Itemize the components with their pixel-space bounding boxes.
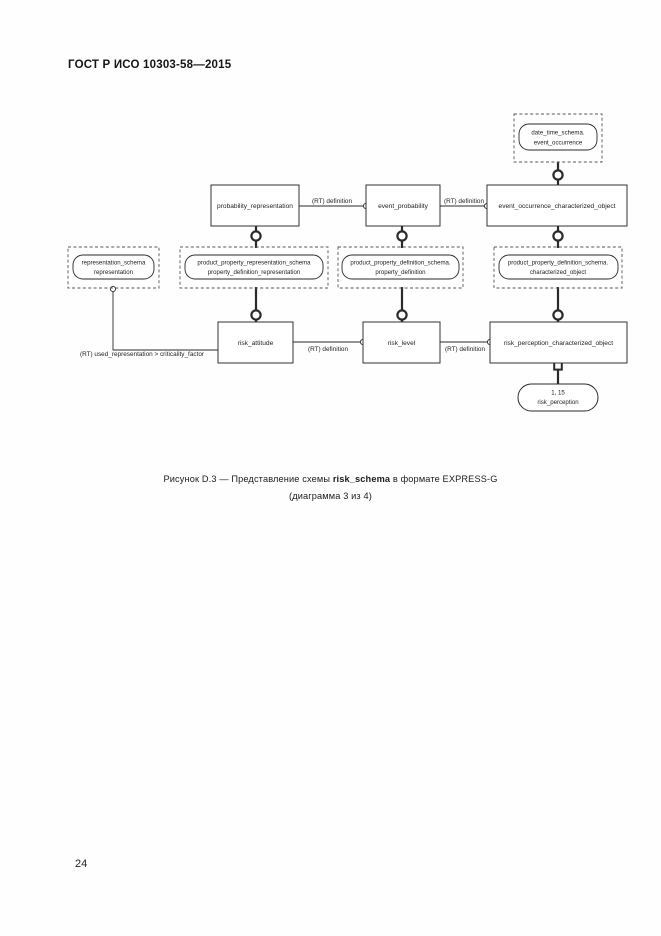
marker-circle-risklevel-top bbox=[396, 309, 408, 321]
figure-caption-subtitle: (диаграмма 3 из 4) bbox=[289, 491, 372, 501]
schema-ref-schema-label: product_property_representation_schema bbox=[197, 260, 311, 267]
marker-circle-eventocc-bottom bbox=[552, 230, 564, 242]
page-ref-entity-label: risk_perception bbox=[537, 399, 578, 406]
schema-ref-product-property-representation-schema[interactable]: product_property_representation_schema p… bbox=[179, 246, 329, 289]
entity-box-frame bbox=[362, 321, 441, 364]
relationship-label-used-representation: (RT) used_representation > criticality_f… bbox=[80, 351, 205, 358]
schema-ref-schema-label: product_property_definition_schema. bbox=[508, 260, 609, 267]
schema-ref-rounded-body bbox=[72, 254, 155, 280]
schema-ref-date-time-schema[interactable]: date_time_schema. event_occurrence bbox=[513, 113, 603, 163]
marker-circle-probrep-bottom bbox=[250, 230, 262, 242]
schema-ref-dashed-frame bbox=[179, 246, 329, 289]
entity-label: event_probability bbox=[378, 203, 429, 210]
page-ref-page-number: 1, 15 bbox=[551, 390, 565, 397]
entity-box-frame bbox=[486, 184, 628, 227]
entity-event-occurrence-characterized-object[interactable]: event_occurrence_characterized_object bbox=[486, 184, 628, 227]
relationship-label-level-definition: (RT) definition bbox=[445, 346, 485, 353]
entity-risk-attitude[interactable]: risk_attitude bbox=[217, 321, 294, 364]
caption-prefix: Рисунок D.3 — Представление схемы bbox=[163, 474, 333, 484]
schema-ref-entity-label: representation bbox=[94, 269, 133, 276]
caption-schema-name: risk_schema bbox=[332, 474, 391, 484]
page-number: 24 bbox=[75, 858, 88, 870]
relationship-label-attitude-definition: (RT) definition bbox=[308, 346, 348, 353]
schema-ref-rounded-body bbox=[341, 254, 460, 280]
schema-ref-rounded-body bbox=[518, 123, 598, 151]
entity-label: risk_attitude bbox=[238, 340, 274, 347]
schema-ref-entity-label: event_occurrence bbox=[534, 140, 583, 147]
schema-ref-schema-label: representation_schema bbox=[82, 260, 146, 267]
schema-ref-dashed-frame bbox=[67, 246, 160, 289]
marker-circle-evprob-bottom bbox=[396, 230, 408, 242]
schema-ref-entity-label: property_definition_representation bbox=[208, 269, 300, 276]
schema-ref-product-property-definition-schema-property-definition[interactable]: product_property_definition_schema. prop… bbox=[337, 246, 464, 289]
schema-reference-boxes: date_time_schema. event_occurrence repre… bbox=[67, 113, 623, 289]
schema-ref-representation-schema[interactable]: representation_schema representation bbox=[67, 246, 160, 289]
entity-probability-representation[interactable]: probability_representation bbox=[210, 184, 300, 227]
schema-ref-product-property-definition-schema-characterized-object[interactable]: product_property_definition_schema. char… bbox=[493, 246, 623, 289]
schema-ref-entity-label: property_definition bbox=[375, 269, 425, 276]
entity-box-frame bbox=[489, 321, 628, 364]
schema-ref-dashed-frame bbox=[493, 246, 623, 289]
page-ref-oval bbox=[517, 383, 599, 412]
schema-ref-rounded-body bbox=[498, 254, 619, 280]
entity-label: event_occurrence_characterized_object bbox=[499, 203, 616, 210]
marker-circle-datetime bbox=[552, 169, 564, 181]
relationship-label-prob-definition: (RT) definition bbox=[312, 198, 352, 205]
relationship-labels: (RT) definition (RT) definition (RT) def… bbox=[80, 198, 485, 358]
entity-box-frame bbox=[210, 184, 300, 227]
entity-label: risk_perception_characterized_object bbox=[504, 340, 613, 347]
schema-ref-schema-label: product_property_definition_schema. bbox=[350, 260, 451, 267]
marker-circle-riskattitude-top bbox=[250, 309, 262, 321]
entity-label: probability_representation bbox=[217, 203, 293, 210]
entity-box-frame bbox=[365, 184, 441, 227]
marker-circle-ppds-charobj-bottom bbox=[552, 309, 564, 321]
entity-box-frame bbox=[217, 321, 294, 364]
schema-ref-schema-label: date_time_schema. bbox=[531, 130, 584, 137]
figure-caption: Рисунок D.3 — Представление схемы risk_s… bbox=[0, 474, 661, 484]
entity-risk-perception-characterized-object[interactable]: risk_perception_characterized_object bbox=[489, 321, 628, 364]
line-rel-used-representation bbox=[112, 287, 218, 351]
entity-risk-level[interactable]: risk_level bbox=[362, 321, 441, 364]
express-g-diagram: date_time_schema. event_occurrence repre… bbox=[67, 113, 628, 412]
marker-rel-usedrep-tail bbox=[109, 285, 117, 293]
entity-label: risk_level bbox=[388, 340, 416, 347]
entity-event-probability[interactable]: event_probability bbox=[365, 184, 441, 227]
schema-ref-dashed-frame bbox=[337, 246, 464, 289]
page-ref-risk-perception[interactable]: 1, 15 risk_perception bbox=[517, 383, 599, 412]
relationship-label-evprob-definition: (RT) definition bbox=[444, 198, 484, 205]
caption-suffix: в формате EXPRESS-G bbox=[390, 474, 498, 484]
schema-ref-rounded-body bbox=[184, 254, 324, 280]
entity-boxes: probability_representation event_probabi… bbox=[210, 184, 628, 364]
schema-ref-entity-label: characterized_object bbox=[530, 269, 587, 276]
running-head: ГОСТ Р ИСО 10303-58—2015 bbox=[68, 59, 232, 71]
schema-ref-dashed-frame bbox=[513, 113, 603, 163]
